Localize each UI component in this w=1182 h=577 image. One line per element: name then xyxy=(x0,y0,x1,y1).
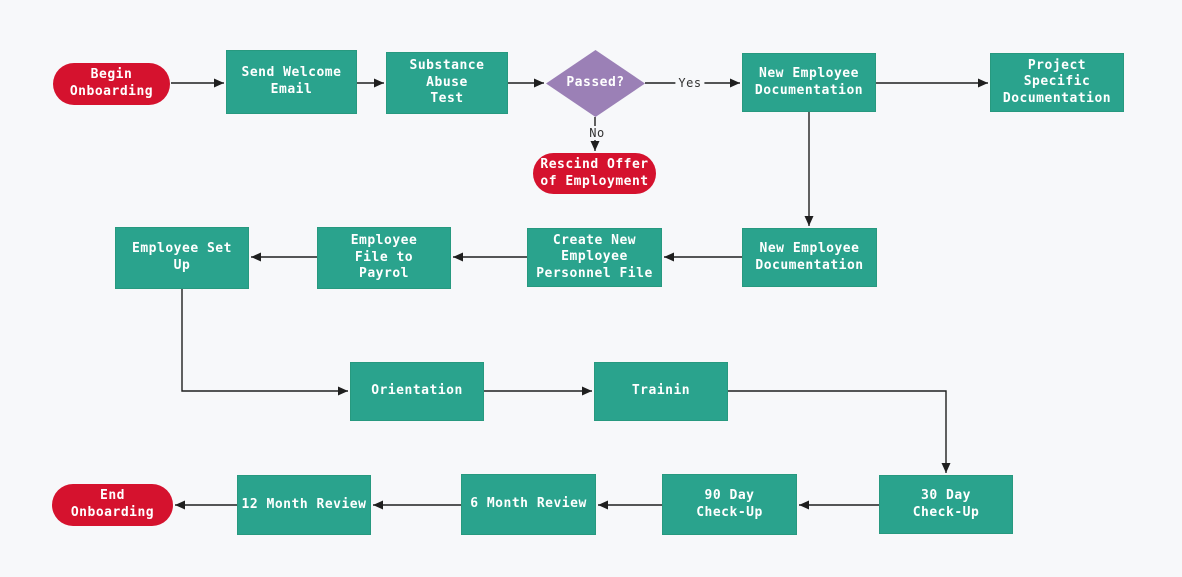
node-90-day-check-up[interactable]: 90 Day Check-Up xyxy=(662,474,797,535)
edge-label-no: No xyxy=(586,126,608,140)
edge-label-yes: Yes xyxy=(675,76,705,90)
node-begin-onboarding[interactable]: Begin Onboarding xyxy=(53,63,170,105)
edge-trainin-to-30day xyxy=(728,390,951,473)
node-passed-decision[interactable]: Passed? xyxy=(546,50,645,117)
node-6-month-review[interactable]: 6 Month Review xyxy=(461,474,596,535)
node-rescind-offer-of-employment[interactable]: Rescind Offer of Employment xyxy=(533,153,656,194)
node-end-onboarding[interactable]: End Onboarding xyxy=(52,484,173,526)
edge-setup-to-orientation xyxy=(181,289,348,396)
node-send-welcome-email[interactable]: Send Welcome Email xyxy=(226,50,357,114)
node-project-specific-documentation[interactable]: Project Specific Documentation xyxy=(990,53,1124,112)
node-employee-set-up[interactable]: Employee Set Up xyxy=(115,227,249,289)
node-employee-file-to-payrol[interactable]: Employee File to Payrol xyxy=(317,227,451,289)
node-12-month-review[interactable]: 12 Month Review xyxy=(237,475,371,535)
node-orientation[interactable]: Orientation xyxy=(350,362,484,421)
node-new-employee-documentation-top[interactable]: New Employee Documentation xyxy=(742,53,876,112)
node-30-day-check-up[interactable]: 30 Day Check-Up xyxy=(879,475,1013,534)
node-new-employee-documentation-mid[interactable]: New Employee Documentation xyxy=(742,228,877,287)
node-trainin[interactable]: Trainin xyxy=(594,362,728,421)
node-substance-abuse-test[interactable]: Substance Abuse Test xyxy=(386,52,508,114)
node-create-new-employee-personnel-file[interactable]: Create New Employee Personnel File xyxy=(527,228,662,287)
